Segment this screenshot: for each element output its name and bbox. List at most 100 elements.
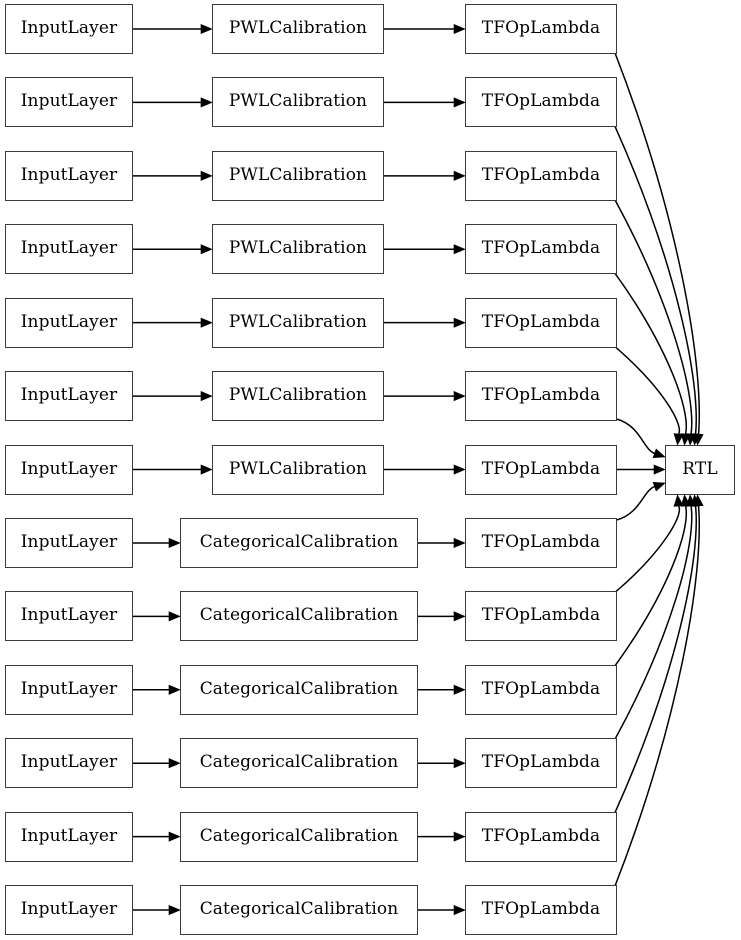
edge-calibration-to-lambda-11-arrowhead <box>453 758 466 769</box>
edge-lambda-to-rtl-13-line <box>614 505 701 887</box>
node-label: InputLayer <box>20 899 118 920</box>
edge-lambda-to-rtl-6-line <box>616 418 656 455</box>
node-tf-op-lambda[interactable]: TFOpLambda <box>465 444 617 495</box>
node-pwl-calibration[interactable]: PWLCalibration <box>212 77 384 128</box>
node-label: TFOpLambda <box>481 18 601 38</box>
edge-lambda-to-rtl-1-line <box>614 52 701 435</box>
node-input-layer[interactable]: InputLayer <box>5 811 133 862</box>
node-input-layer[interactable]: InputLayer <box>5 150 133 201</box>
node-input-layer[interactable]: InputLayer <box>5 664 133 715</box>
edge-calibration-to-lambda-1-arrowhead <box>453 23 466 35</box>
edge-input-to-calibration-12-arrowhead <box>168 831 181 842</box>
node-input-layer[interactable]: InputLayer <box>5 885 133 936</box>
node-label: CategoricalCalibration <box>199 678 399 699</box>
node-input-layer[interactable]: InputLayer <box>5 738 133 789</box>
edge-lambda-to-rtl-9-arrowhead <box>673 494 684 507</box>
node-label: CategoricalCalibration <box>199 531 399 552</box>
node-label: TFOpLambda <box>481 238 601 259</box>
edge-lambda-to-rtl-6-arrowhead <box>652 448 666 459</box>
node-label: TFOpLambda <box>481 385 601 406</box>
node-label: RTL <box>682 459 718 479</box>
node-pwl-calibration[interactable]: PWLCalibration <box>212 4 384 54</box>
edge-calibration-to-lambda-2-arrowhead <box>453 97 466 108</box>
node-label: InputLayer <box>20 825 118 846</box>
node-tf-op-lambda[interactable]: TFOpLambda <box>465 224 617 275</box>
edge-input-to-calibration-7-arrowhead <box>200 464 213 475</box>
node-input-layer[interactable]: InputLayer <box>5 297 133 348</box>
node-input-layer[interactable]: InputLayer <box>5 77 133 128</box>
node-label: TFOpLambda <box>481 752 601 773</box>
node-tf-op-lambda[interactable]: TFOpLambda <box>465 885 617 936</box>
edge-calibration-to-lambda-5-arrowhead <box>453 317 466 328</box>
node-categorical-calibration[interactable]: CategoricalCalibration <box>180 885 418 936</box>
node-rtl-output[interactable]: RTL <box>665 445 735 495</box>
node-input-layer[interactable]: InputLayer <box>5 444 133 495</box>
node-pwl-calibration[interactable]: PWLCalibration <box>212 150 384 201</box>
node-label: InputLayer <box>20 18 118 38</box>
edge-lambda-to-rtl-8-line <box>616 485 656 521</box>
edge-calibration-to-lambda-8-arrowhead <box>453 537 466 548</box>
node-tf-op-lambda[interactable]: TFOpLambda <box>465 297 617 348</box>
node-tf-op-lambda[interactable]: TFOpLambda <box>465 738 617 789</box>
node-pwl-calibration[interactable]: PWLCalibration <box>212 224 384 275</box>
node-label: TFOpLambda <box>481 678 601 699</box>
edge-lambda-to-rtl-4-arrowhead <box>680 433 691 446</box>
node-input-layer[interactable]: InputLayer <box>5 224 133 275</box>
node-label: PWLCalibration <box>228 164 368 185</box>
node-label: InputLayer <box>20 164 118 185</box>
node-tf-op-lambda[interactable]: TFOpLambda <box>465 371 617 422</box>
node-categorical-calibration[interactable]: CategoricalCalibration <box>180 517 418 568</box>
node-input-layer[interactable]: InputLayer <box>5 4 133 54</box>
edge-lambda-to-rtl-11-line <box>614 505 693 740</box>
node-label: InputLayer <box>20 605 118 626</box>
node-pwl-calibration[interactable]: PWLCalibration <box>212 371 384 422</box>
node-categorical-calibration[interactable]: CategoricalCalibration <box>180 738 418 789</box>
node-label: InputLayer <box>20 531 118 552</box>
node-label: InputLayer <box>20 238 118 259</box>
edge-lambda-to-rtl-10-arrowhead <box>680 494 691 507</box>
edge-input-to-calibration-1-arrowhead <box>200 23 213 35</box>
node-tf-op-lambda[interactable]: TFOpLambda <box>465 4 617 54</box>
node-label: CategoricalCalibration <box>199 605 399 626</box>
edge-input-to-calibration-5-arrowhead <box>200 317 213 328</box>
node-tf-op-lambda[interactable]: TFOpLambda <box>465 150 617 201</box>
node-tf-op-lambda[interactable]: TFOpLambda <box>465 811 617 862</box>
edge-lambda-to-rtl-9-line <box>614 505 681 593</box>
edge-input-to-calibration-2-arrowhead <box>200 97 213 108</box>
edge-calibration-to-lambda-10-arrowhead <box>453 684 466 695</box>
node-label: PWLCalibration <box>228 18 368 38</box>
edge-lambda-to-rtl-13-arrowhead <box>693 494 704 507</box>
edge-lambda-to-rtl-11-arrowhead <box>686 494 697 507</box>
node-tf-op-lambda[interactable]: TFOpLambda <box>465 77 617 128</box>
edge-calibration-to-lambda-13-arrowhead <box>453 904 466 916</box>
node-input-layer[interactable]: InputLayer <box>5 371 133 422</box>
edge-input-to-calibration-8-arrowhead <box>168 537 181 548</box>
edge-input-to-calibration-6-arrowhead <box>200 391 213 402</box>
node-input-layer[interactable]: InputLayer <box>5 591 133 642</box>
node-label: CategoricalCalibration <box>199 752 399 773</box>
edge-lambda-to-rtl-5-line <box>614 346 681 435</box>
edge-lambda-to-rtl-5-arrowhead <box>673 433 684 446</box>
node-label: InputLayer <box>20 311 118 332</box>
node-categorical-calibration[interactable]: CategoricalCalibration <box>180 811 418 862</box>
node-label: TFOpLambda <box>481 899 601 920</box>
node-label: TFOpLambda <box>481 91 601 112</box>
node-categorical-calibration[interactable]: CategoricalCalibration <box>180 591 418 642</box>
node-pwl-calibration[interactable]: PWLCalibration <box>212 444 384 495</box>
node-tf-op-lambda[interactable]: TFOpLambda <box>465 517 617 568</box>
edge-lambda-to-rtl-1-arrowhead <box>693 433 704 446</box>
node-tf-op-lambda[interactable]: TFOpLambda <box>465 591 617 642</box>
edge-calibration-to-lambda-7-arrowhead <box>453 464 466 475</box>
edge-lambda-to-rtl-4-line <box>614 272 688 435</box>
edge-input-to-calibration-9-arrowhead <box>168 611 181 622</box>
node-label: PWLCalibration <box>228 458 368 479</box>
node-label: TFOpLambda <box>481 825 601 846</box>
node-label: PWLCalibration <box>228 385 368 406</box>
edge-lambda-to-rtl-2-arrowhead <box>690 433 701 446</box>
node-label: PWLCalibration <box>228 91 368 112</box>
node-input-layer[interactable]: InputLayer <box>5 517 133 568</box>
node-categorical-calibration[interactable]: CategoricalCalibration <box>180 664 418 715</box>
node-label: CategoricalCalibration <box>199 825 399 846</box>
node-pwl-calibration[interactable]: PWLCalibration <box>212 297 384 348</box>
node-tf-op-lambda[interactable]: TFOpLambda <box>465 664 617 715</box>
